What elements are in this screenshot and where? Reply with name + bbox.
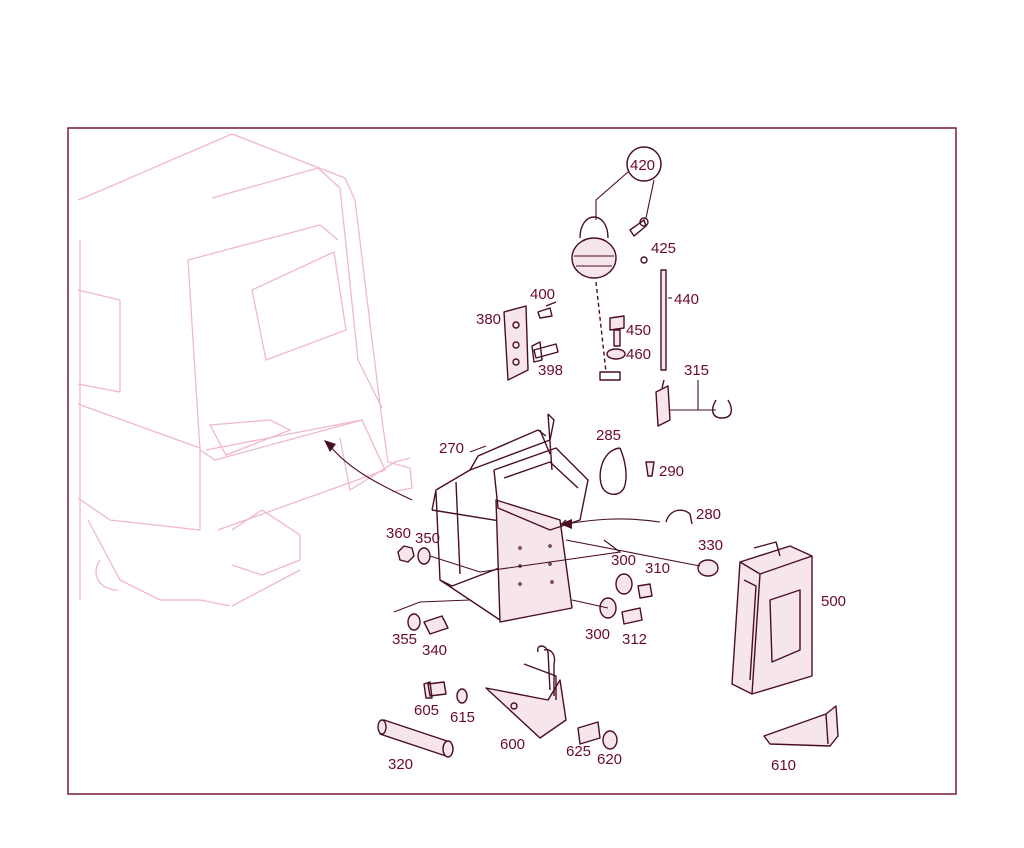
tube-320	[379, 719, 451, 757]
padlock-part	[571, 216, 617, 279]
callout-605: 605	[414, 702, 439, 719]
mount-arrow-head	[324, 440, 336, 452]
bolt-450	[609, 315, 625, 347]
callout-290: 290	[659, 463, 684, 480]
callout-285: 285	[596, 427, 621, 444]
callout-420: 420	[630, 157, 655, 174]
callout-615: 615	[450, 709, 475, 726]
pin-290	[645, 461, 655, 477]
callout-315: 315	[684, 362, 709, 379]
bolt-605	[423, 681, 447, 699]
bolt-400	[537, 301, 557, 319]
rod-440	[660, 269, 667, 371]
strap-280	[665, 509, 693, 525]
bracket-600	[485, 645, 567, 739]
callout-620: 620	[597, 751, 622, 768]
carrier-frame-270	[431, 413, 589, 623]
callout-400: 400	[530, 286, 555, 303]
washer-330	[697, 559, 719, 577]
callout-398: 398	[538, 362, 563, 379]
bolt-340	[423, 615, 449, 635]
sleeve-625	[577, 721, 601, 745]
callout-440: 440	[674, 291, 699, 308]
callout-450: 450	[626, 322, 651, 339]
callout-270: 270	[439, 440, 464, 457]
nut-360	[397, 545, 415, 563]
wheel-chock-610	[763, 705, 839, 747]
callout-280: 280	[696, 506, 721, 523]
callout-360: 360	[386, 525, 411, 542]
diagram-frame	[67, 127, 957, 795]
bolt-312	[621, 607, 643, 625]
callout-600: 600	[500, 736, 525, 753]
callout-300-upper: 300	[611, 552, 636, 569]
bolt-310	[637, 583, 653, 599]
callout-425: 425	[651, 240, 676, 257]
callout-312: 312	[622, 631, 647, 648]
callout-460: 460	[626, 346, 651, 363]
callout-380: 380	[476, 311, 501, 328]
vehicle-outline	[77, 133, 413, 607]
clip-315	[655, 379, 733, 427]
callout-420-circle	[626, 146, 662, 182]
key-part	[629, 217, 649, 237]
callout-310: 310	[645, 560, 670, 577]
callout-355: 355	[392, 631, 417, 648]
jerrycan-500	[731, 541, 813, 695]
callout-500: 500	[821, 593, 846, 610]
washer-300-upper	[615, 573, 633, 595]
cable-285	[599, 447, 627, 495]
callout-300-lower: 300	[585, 626, 610, 643]
hinge-plate-380	[503, 305, 529, 381]
callout-625: 625	[566, 743, 591, 760]
callout-330: 330	[698, 537, 723, 554]
bolt-398	[531, 341, 559, 363]
callout-610: 610	[771, 757, 796, 774]
washer-615	[456, 688, 468, 704]
mount-arrow	[329, 445, 413, 501]
washer-350	[417, 547, 431, 565]
washer-460	[606, 348, 626, 360]
chain-part	[595, 281, 607, 373]
washer-355	[407, 613, 421, 631]
callout-340: 340	[422, 642, 447, 659]
callout-350: 350	[415, 530, 440, 547]
callout-320: 320	[388, 756, 413, 773]
washer-425	[640, 256, 648, 264]
nut-620	[602, 730, 618, 750]
